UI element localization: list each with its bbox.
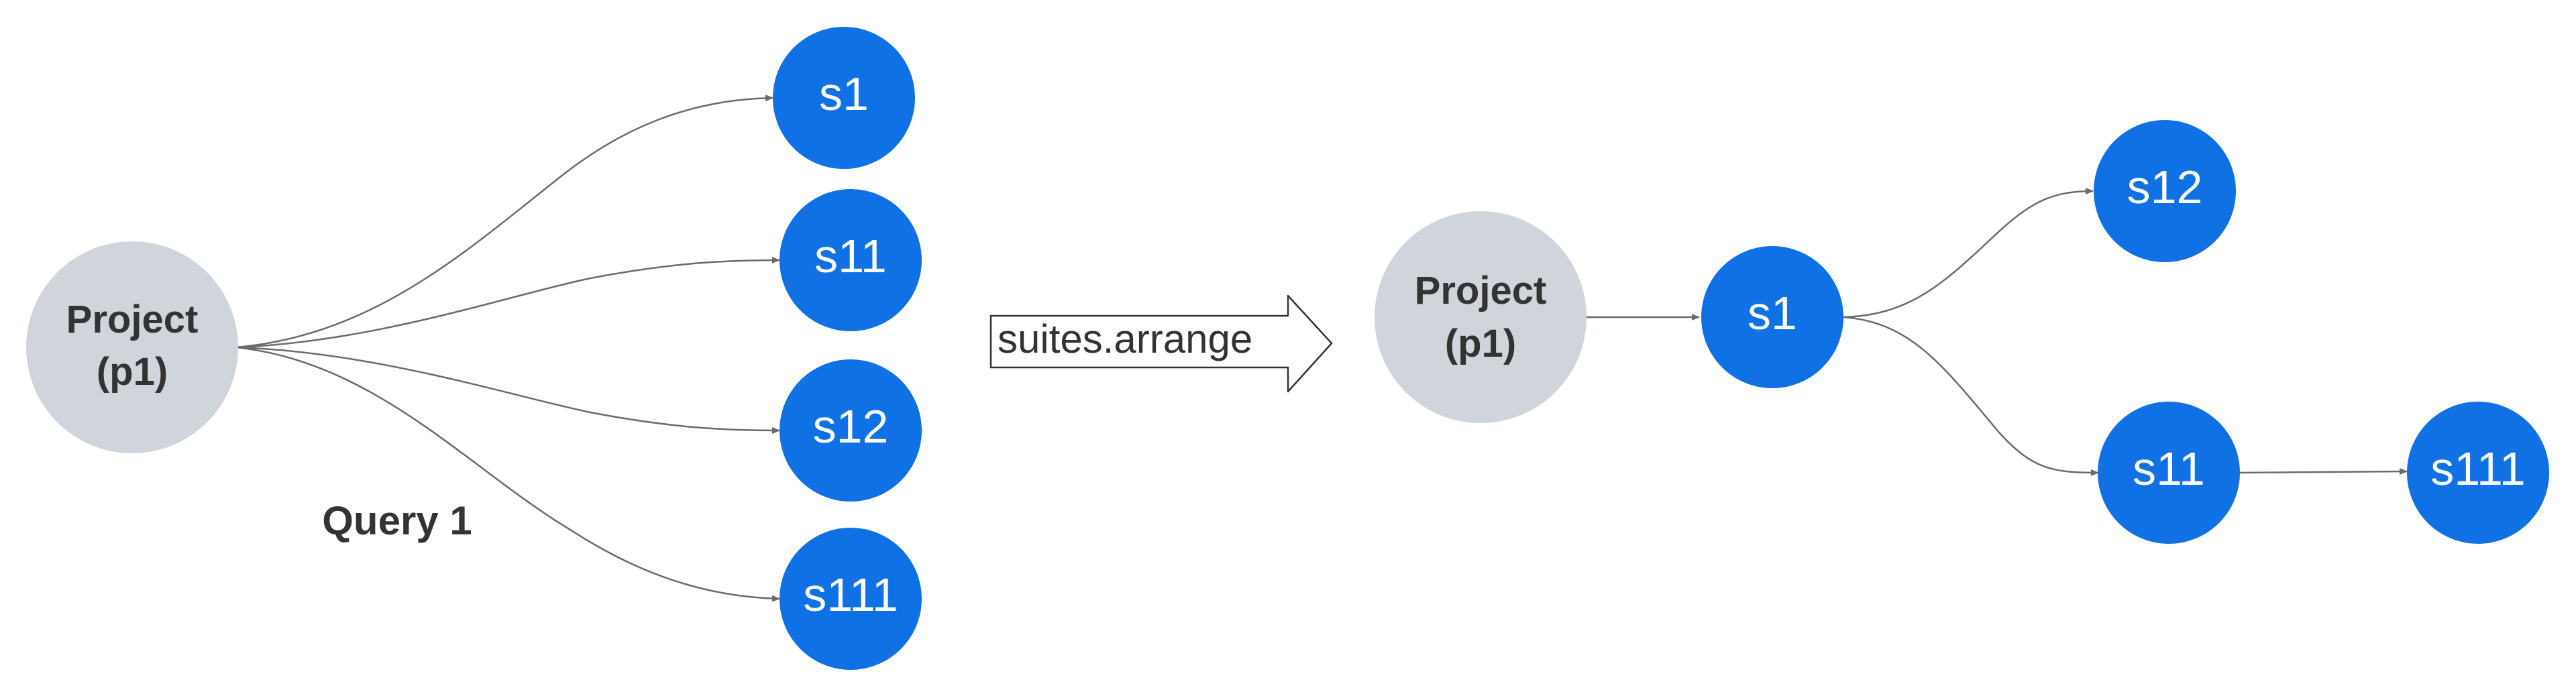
edge-p1-to-s12: [235, 346, 780, 434]
project-label: Project: [1415, 269, 1547, 312]
transform-arrow: suites.arrange: [989, 294, 1333, 393]
suite-node-s12: s12: [780, 359, 922, 502]
suite-label: s11: [814, 230, 887, 282]
suite-node-s111: s111: [780, 528, 922, 670]
transform-label: suites.arrange: [998, 316, 1252, 361]
suite-label: s12: [813, 400, 889, 453]
suite-label: s12: [2127, 161, 2203, 213]
edge-p1-to-s1: [235, 95, 773, 349]
suite-node-s111: s111: [2407, 402, 2549, 544]
query-1-graph: Project (p1) s1 s11 s12 s111 Query 1: [26, 27, 922, 670]
edge-p1-to-s111: [235, 346, 780, 602]
project-id-label: (p1): [1445, 322, 1516, 365]
project-label: Project: [66, 298, 199, 341]
suite-node-s1: s1: [1701, 246, 1843, 388]
suite-node-s11: s11: [2098, 402, 2240, 544]
edge-s1-to-s11: [1843, 316, 2099, 476]
arranged-tree-graph: Project (p1) s1 s12 s11 s111: [1375, 120, 2549, 544]
suite-label: s111: [803, 569, 898, 621]
edge-s1-to-s12: [1843, 188, 2094, 318]
suite-label: s11: [2133, 443, 2205, 495]
query-label: Query 1: [322, 498, 472, 543]
suite-node-s11: s11: [780, 189, 922, 331]
suite-label: s1: [1748, 287, 1797, 339]
edge-s11-to-s111: [2239, 468, 2408, 475]
suite-node-s12: s12: [2094, 120, 2236, 262]
project-node: Project (p1): [26, 241, 238, 453]
suite-node-s1: s1: [773, 27, 915, 169]
suite-label: s1: [819, 68, 869, 120]
project-id-label: (p1): [97, 350, 168, 394]
edge-p1-to-s11: [235, 257, 780, 349]
project-node: Project (p1): [1375, 211, 1587, 423]
suite-label: s111: [2430, 443, 2525, 495]
